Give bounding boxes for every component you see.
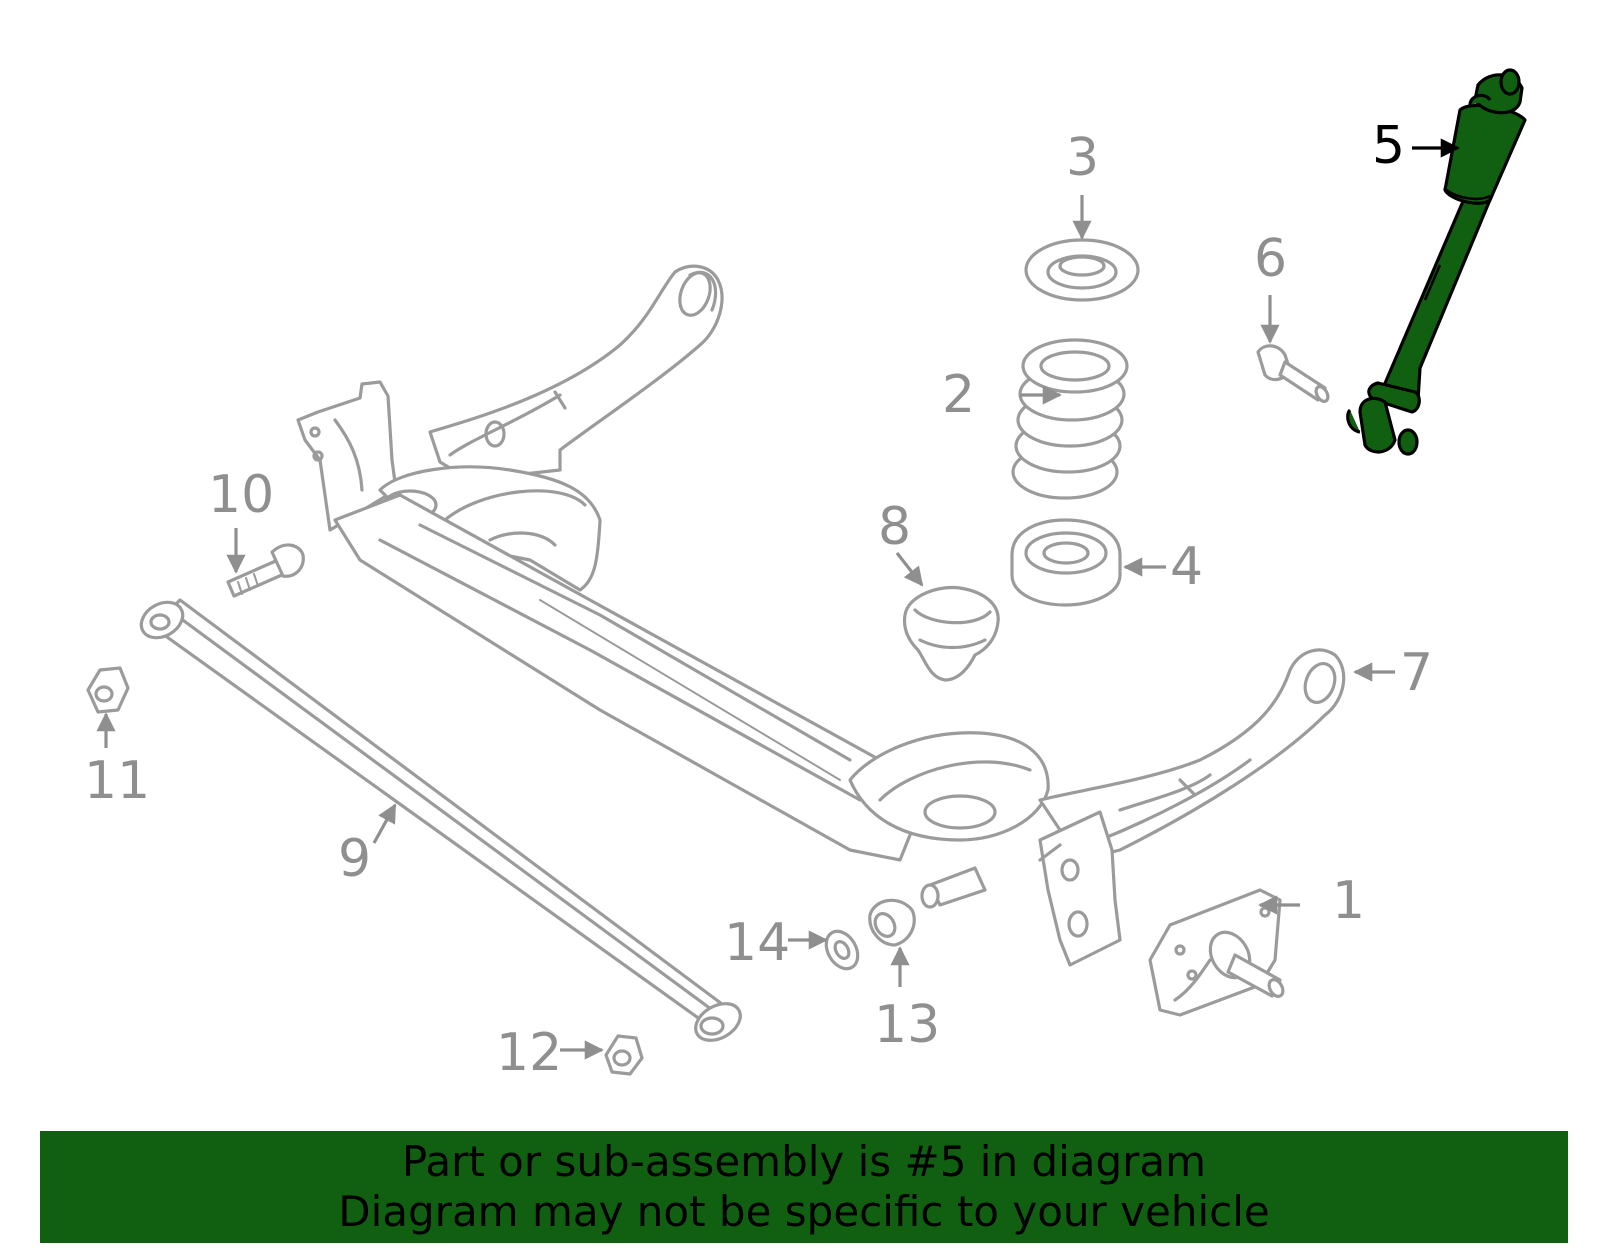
part-9-track-bar (139, 598, 742, 1042)
part-2-coil-spring (1011, 338, 1129, 500)
banner-line-1: Part or sub-assembly is #5 in diagram (401, 1137, 1207, 1186)
part-3-spring-seat (1024, 238, 1140, 302)
callout-11: 11 (84, 751, 150, 811)
info-banner: Part or sub-assembly is #5 in diagram Di… (40, 1131, 1568, 1243)
callout-10: 10 (208, 465, 274, 525)
part-13-bushing (868, 898, 916, 947)
callout-9: 9 (338, 829, 371, 889)
part-10-bolt (226, 543, 305, 598)
callout-3: 3 (1066, 128, 1099, 188)
callout-2: 2 (942, 365, 975, 425)
banner-line-2: Diagram may not be specific to your vehi… (338, 1187, 1270, 1236)
rear-axle-beam (296, 264, 1346, 967)
callout-1: 1 (1332, 871, 1365, 931)
callout-12: 12 (496, 1023, 562, 1083)
part-4-spring-seat (1010, 518, 1122, 607)
part-1-spindle (1148, 888, 1285, 1017)
part-8-bump-stop (902, 585, 1000, 682)
callout-arrows (96, 138, 1460, 1060)
callout-13: 13 (874, 995, 940, 1055)
callout-8: 8 (878, 497, 911, 557)
callout-5: 5 (1372, 116, 1405, 176)
callout-6: 6 (1254, 229, 1287, 289)
part-11-nut (86, 666, 130, 714)
callout-14: 14 (724, 913, 790, 973)
part-5-shock-absorber (1346, 68, 1527, 456)
callout-7: 7 (1400, 643, 1433, 703)
part-14-washer (824, 929, 860, 971)
part-6-bolt (1256, 344, 1330, 403)
callout-4: 4 (1170, 537, 1203, 597)
part-12-nut (604, 1034, 644, 1076)
